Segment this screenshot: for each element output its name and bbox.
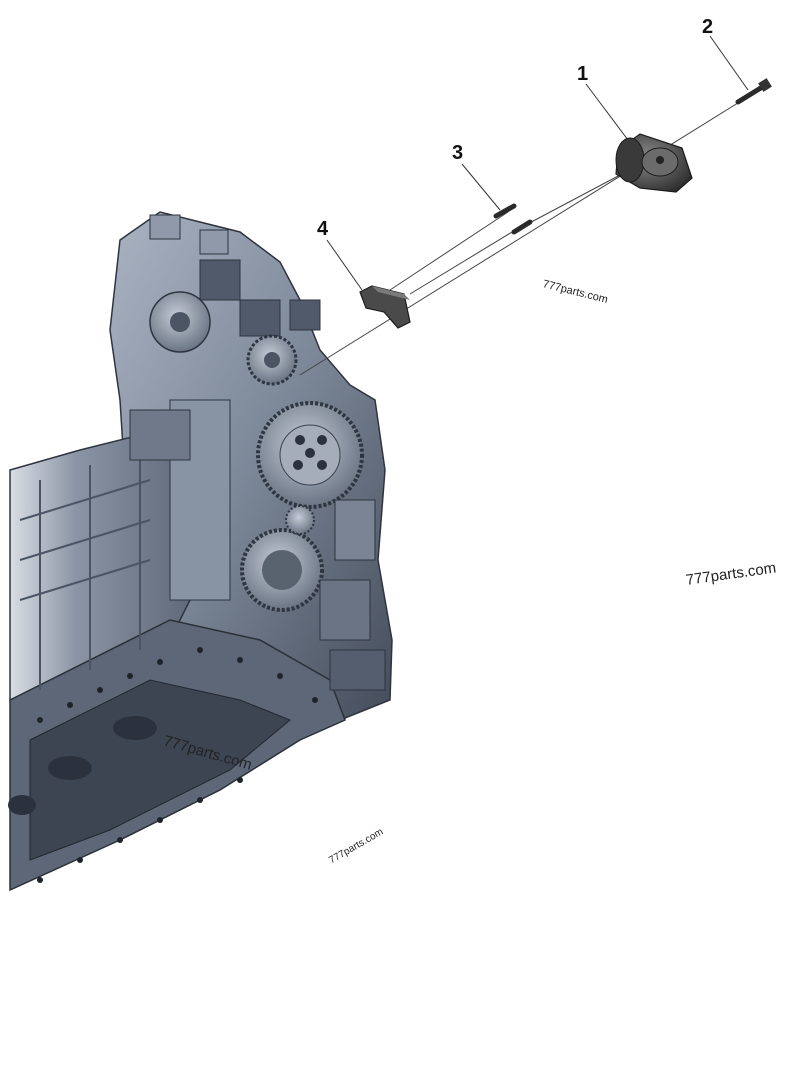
cam-gear	[256, 401, 364, 509]
leader-1	[585, 83, 629, 141]
main-bearing-2	[113, 716, 157, 740]
cover-boss-3	[329, 649, 386, 691]
housing-boss-2	[199, 229, 229, 255]
rail-holes	[37, 647, 318, 883]
axis-tensioner	[519, 174, 621, 229]
mounting-bracket	[359, 285, 411, 329]
block-ribs	[19, 450, 151, 690]
short-bolt	[493, 203, 533, 235]
callout-2: 2	[702, 16, 714, 38]
housing-pocket-2	[239, 299, 281, 337]
idler-gear-small	[285, 505, 315, 535]
assembly-axes	[299, 87, 763, 376]
callout-3: 3	[452, 142, 464, 164]
main-bearing-3	[8, 795, 36, 815]
callout-leaders	[326, 35, 749, 291]
leader-2	[709, 35, 749, 91]
engine-block	[8, 211, 393, 892]
leader-3	[461, 163, 501, 211]
axis-short-bolt	[389, 211, 509, 291]
leader-4	[326, 239, 363, 291]
cover-boss-2	[334, 499, 376, 561]
upper-gear	[246, 334, 298, 386]
callout-1: 1	[577, 63, 589, 85]
axis-short-bolt-2	[409, 225, 523, 295]
housing-boss-1	[149, 214, 181, 240]
crank-gear	[240, 528, 324, 612]
long-bolt	[735, 78, 772, 105]
belt-tensioner	[615, 133, 693, 193]
main-bearing-1	[48, 756, 92, 780]
callout-4: 4	[317, 218, 329, 240]
axis-long-bolt	[299, 87, 763, 376]
housing-pocket-3	[289, 299, 321, 331]
housing-pocket-1	[199, 259, 241, 301]
oil-pan-inner	[29, 679, 291, 861]
cover-boss-1	[319, 579, 371, 641]
block-bracket	[129, 409, 191, 461]
